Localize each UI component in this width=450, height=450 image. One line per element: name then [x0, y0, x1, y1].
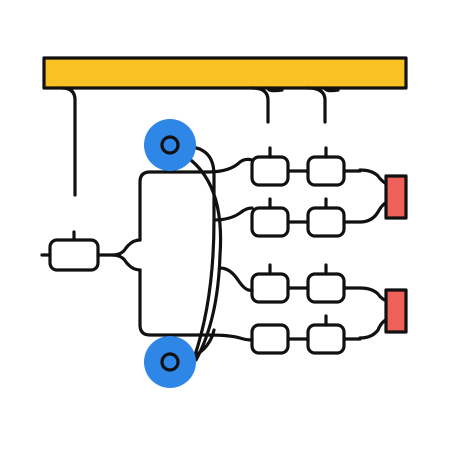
- lower-output-branch: [206, 266, 392, 342]
- fiber-loops: [168, 144, 223, 364]
- output-terminal-bottom: [384, 288, 408, 334]
- modulator-row-1: [250, 146, 362, 187]
- control-leads: [60, 86, 340, 197]
- control-stub-mid: [266, 86, 284, 93]
- control-lead-mid: [250, 86, 270, 124]
- control-lead-left: [60, 86, 77, 197]
- modulator-row-3: [250, 263, 362, 304]
- upper-output-branch: [206, 157, 392, 224]
- control-stub-right: [323, 86, 340, 93]
- fiber-reel-top: [144, 119, 196, 171]
- modulator-row-4: [250, 314, 362, 355]
- control-bus-bar: [42, 56, 408, 90]
- splitter-tree: [110, 170, 210, 337]
- modulator-row-2: [250, 197, 362, 238]
- output-terminal-top: [384, 174, 408, 220]
- control-lead-right: [306, 86, 327, 124]
- input-modulator: [40, 230, 114, 272]
- fiber-reel-bottom: [144, 336, 196, 388]
